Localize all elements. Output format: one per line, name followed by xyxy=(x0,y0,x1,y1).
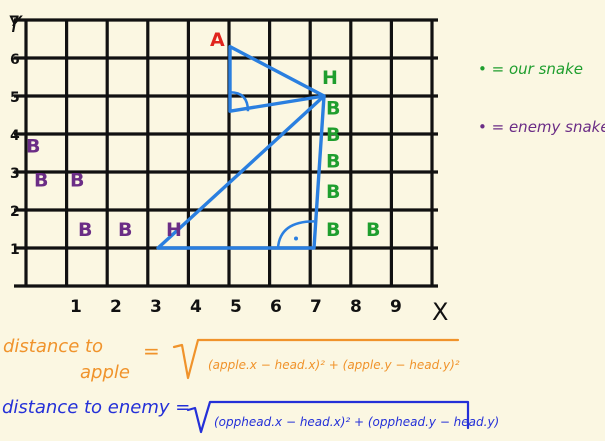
y-tick-label: 1 xyxy=(10,242,20,258)
enemy-triangle xyxy=(156,94,326,250)
y-tick-label: 6 xyxy=(10,52,20,68)
apple-label-line2: apple xyxy=(80,362,130,383)
snake-body-marker: B xyxy=(326,124,340,146)
snake-head-marker: H xyxy=(322,67,338,89)
snake-head-marker: H xyxy=(166,219,182,241)
y-axis-label: Y xyxy=(8,13,23,38)
snake-body-marker: B xyxy=(26,135,40,157)
x-tick-label: 2 xyxy=(110,297,122,317)
apple-sqrt-sign xyxy=(172,338,460,380)
y-tick-label: 5 xyxy=(10,90,20,106)
snake-body-marker: B xyxy=(118,219,132,241)
enemy-expression: (opphead.x − head.x)² + (opphead.y − hea… xyxy=(214,415,499,429)
snake-body-marker: B xyxy=(34,170,48,192)
x-tick-label: 7 xyxy=(310,297,322,317)
enemy-sqrt-sign xyxy=(186,400,470,434)
legend: • = our snake • = enemy snake xyxy=(478,60,605,136)
snake-body-marker: B xyxy=(326,151,340,173)
snake-body-marker: B xyxy=(326,219,340,241)
x-tick-label: 4 xyxy=(190,297,202,317)
x-tick-label: 8 xyxy=(350,297,362,317)
snake-body-marker: B xyxy=(326,181,340,203)
x-tick-label: 1 xyxy=(70,297,82,317)
apple-marker: A xyxy=(210,29,225,51)
y-tick-label: 3 xyxy=(10,166,20,182)
apple-expression: (apple.x − head.x)² + (apple.y − head.y)… xyxy=(208,358,460,372)
y-tick-label: 2 xyxy=(10,204,20,220)
apple-triangle xyxy=(228,44,326,113)
apple-distance-formula: distance to apple = (apple.x − head.x)² … xyxy=(3,336,460,383)
y-tick-label: 7 xyxy=(10,14,20,30)
x-axis-label: X xyxy=(432,298,448,326)
snake-body-marker: B xyxy=(70,170,84,192)
y-tick-label: 4 xyxy=(10,128,20,144)
snake-body-marker: B xyxy=(78,219,92,241)
right-angle-dot xyxy=(294,236,298,241)
x-tick-label: 5 xyxy=(230,297,242,317)
x-tick-label: 3 xyxy=(150,297,162,317)
legend-our-snake: • = our snake xyxy=(478,60,583,78)
apple-label-line1: distance to xyxy=(3,336,103,357)
enemy-label: distance to enemy = xyxy=(2,397,190,418)
right-angle-mark xyxy=(276,220,315,249)
snake-body-marker: B xyxy=(366,219,380,241)
x-tick-label: 6 xyxy=(270,297,282,317)
grid xyxy=(14,18,438,288)
distance-triangles xyxy=(156,44,326,250)
apple-equals: = xyxy=(143,339,160,363)
snake-body-marker: B xyxy=(326,97,340,119)
axis-ticks: 7 6 5 4 3 2 1 1 2 3 4 5 6 7 8 9 xyxy=(10,14,402,317)
x-tick-label: 9 xyxy=(390,297,402,317)
right-angle-mark xyxy=(229,90,250,112)
legend-enemy-snake: • = enemy snake xyxy=(478,118,605,136)
enemy-distance-formula: distance to enemy = (opphead.x − head.x)… xyxy=(2,397,499,434)
